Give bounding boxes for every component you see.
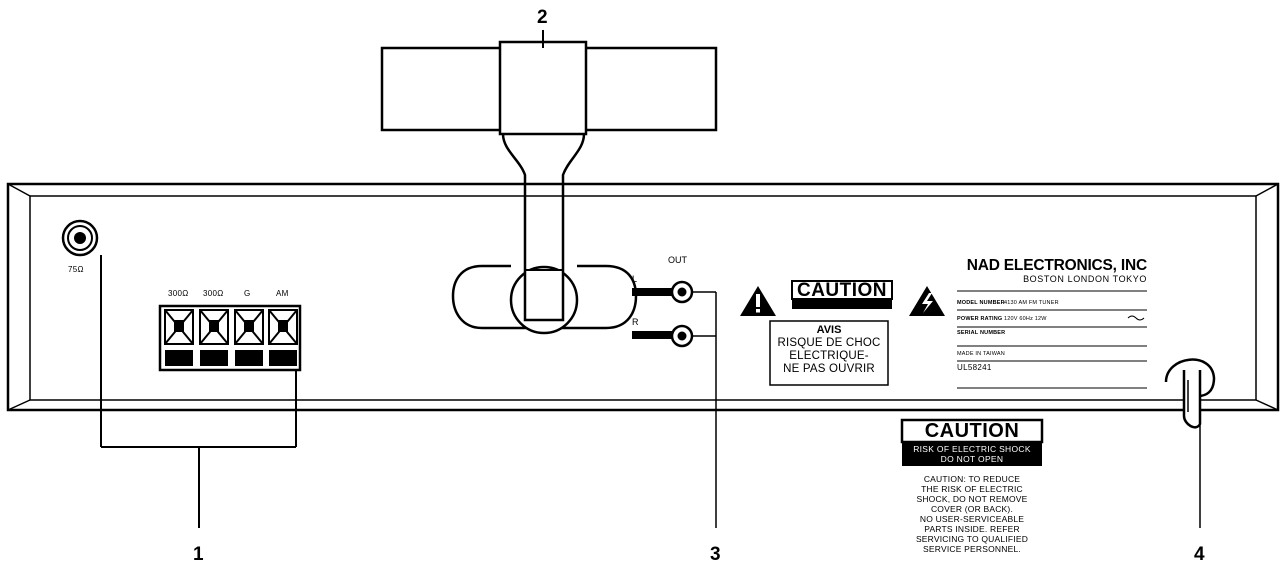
power-rating-label: POWER RATING — [957, 316, 1003, 322]
caution-line-5: NO USER-SERVICEABLE — [919, 514, 1025, 524]
rca-outputs — [632, 280, 694, 348]
made-in-label: MADE IN TAIWAN — [957, 351, 1005, 357]
avis-line-1: RISQUE DE CHOC — [777, 337, 881, 349]
serial-number-label: SERIAL NUMBER — [957, 330, 1006, 336]
terminal-label-g: G — [244, 289, 251, 298]
callout-3-leader — [692, 291, 717, 528]
callout-1-leader — [100, 255, 297, 528]
power-rating-value: 120V 60Hz 12W — [1004, 316, 1047, 322]
coax-label: 75Ω — [68, 265, 84, 274]
nameplate-code: UL58241 — [957, 363, 992, 372]
callout-2-label: 2 — [537, 7, 548, 28]
caution-line-7: SERVICING TO QUALIFIED — [915, 534, 1029, 544]
nameplate-lines — [957, 290, 1147, 389]
caution-notice-sub1: RISK OF ELECTRIC SHOCK — [913, 444, 1031, 454]
exclamation-triangle-icon — [740, 286, 776, 316]
model-number-label: MODEL NUMBER — [957, 300, 1005, 306]
left-jack-label: L — [632, 274, 638, 284]
model-number-value: 4130 AM FM TUNER — [1004, 300, 1059, 306]
avis-line-2: ELECTRIQUE- — [789, 350, 869, 362]
terminal-label-am: AM — [276, 289, 289, 298]
terminal-block — [158, 304, 302, 372]
nameplate-cities: BOSTON LONDON TOKYO — [1023, 274, 1147, 284]
coax-connector — [61, 219, 99, 257]
callout-3-label: 3 — [710, 544, 721, 565]
caution-line-4: COVER (OR BACK). — [930, 504, 1014, 514]
caution-notice-box — [900, 418, 1044, 466]
callout-4-label: 4 — [1194, 544, 1205, 565]
caution-plate — [769, 280, 893, 386]
caution-notice-sub2: DO NOT OPEN — [940, 454, 1004, 464]
caution-notice-title: CAUTION — [924, 420, 1020, 442]
out-label: OUT — [668, 255, 687, 265]
right-jack-label: R — [632, 317, 639, 327]
nameplate-brand: NAD ELECTRONICS, INC — [966, 257, 1147, 274]
terminal-label-300-b: 300Ω — [203, 289, 224, 298]
callout-1-label: 1 — [193, 544, 204, 565]
terminal-label-300-a: 300Ω — [168, 289, 189, 298]
lightning-triangle-icon — [909, 286, 945, 316]
caution-line-8: SERVICE PERSONNEL. — [923, 544, 1021, 554]
chassis-outline — [6, 182, 1280, 412]
t-antenna — [380, 40, 718, 335]
avis-title: AVIS — [816, 324, 842, 336]
caution-line-2: THE RISK OF ELECTRIC — [921, 484, 1023, 494]
avis-line-3: NE PAS OUVRIR — [783, 363, 875, 375]
caution-line-3: SHOCK, DO NOT REMOVE — [916, 494, 1028, 504]
power-cord — [1164, 358, 1216, 528]
caution-plate-title: CAUTION — [796, 280, 888, 301]
caution-line-1: CAUTION: TO REDUCE — [923, 474, 1021, 484]
caution-line-6: PARTS INSIDE. REFER — [924, 524, 1020, 534]
